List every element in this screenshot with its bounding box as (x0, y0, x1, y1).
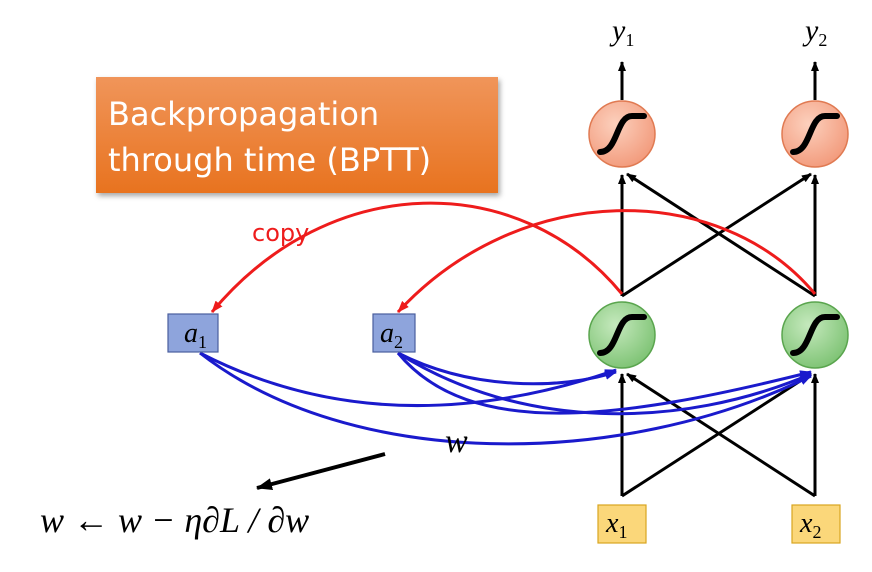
input-box-2: x2 (791, 504, 841, 544)
hidden-to-output-connections (618, 172, 819, 298)
output-neuron-2 (781, 100, 849, 168)
output-label-2: y2 (802, 14, 827, 50)
svg-text:x1: x1 (605, 508, 627, 542)
input-label-1-base: x (605, 508, 619, 539)
output-label-1-base: y (609, 14, 626, 47)
output-label-2-sub: 2 (818, 30, 827, 50)
output-label-1: y1 (609, 14, 634, 50)
output-label-2-base: y (802, 14, 819, 47)
sigmoid-icon (597, 314, 647, 356)
memory-label-2-base: a (380, 318, 394, 349)
title-line-2: through time (BPTT) (108, 141, 432, 179)
copy-arrows (210, 201, 817, 314)
update-arrow (256, 452, 386, 490)
svg-text:a1: a1 (184, 318, 207, 352)
update-rule: w ← w − η∂L / ∂w (40, 500, 309, 540)
copy-label: copy (252, 219, 309, 247)
sigmoid-icon (790, 113, 840, 155)
svg-text:x2: x2 (799, 508, 821, 542)
sigmoid-icon (597, 113, 647, 155)
input-label-1-sub: 1 (618, 522, 627, 542)
input-label-2-base: x (799, 508, 813, 539)
memory-box-1: a1 (167, 313, 219, 353)
memory-label-1-sub: 1 (198, 332, 207, 352)
title-line-1: Backpropagation (108, 95, 380, 133)
output-arrows (618, 61, 819, 100)
memory-box-2: a2 (372, 313, 416, 353)
title-box: Backpropagation through time (BPTT) (96, 77, 498, 193)
svg-text:a2: a2 (380, 318, 403, 352)
memory-label-2-sub: 2 (394, 332, 403, 352)
copy-arrow-2 (396, 209, 817, 314)
output-neuron-1 (588, 100, 656, 168)
hidden-neuron-2 (781, 301, 849, 369)
output-label-1-sub: 1 (625, 30, 634, 50)
memory-label-1-base: a (184, 318, 198, 349)
weight-label: w (445, 423, 468, 460)
input-label-2-sub: 2 (812, 522, 821, 542)
hidden-neuron-1 (588, 301, 656, 369)
weight-arrows (199, 351, 812, 446)
input-box-1: x1 (597, 504, 647, 544)
sigmoid-icon (790, 314, 840, 356)
copy-arrow-1 (210, 201, 624, 313)
